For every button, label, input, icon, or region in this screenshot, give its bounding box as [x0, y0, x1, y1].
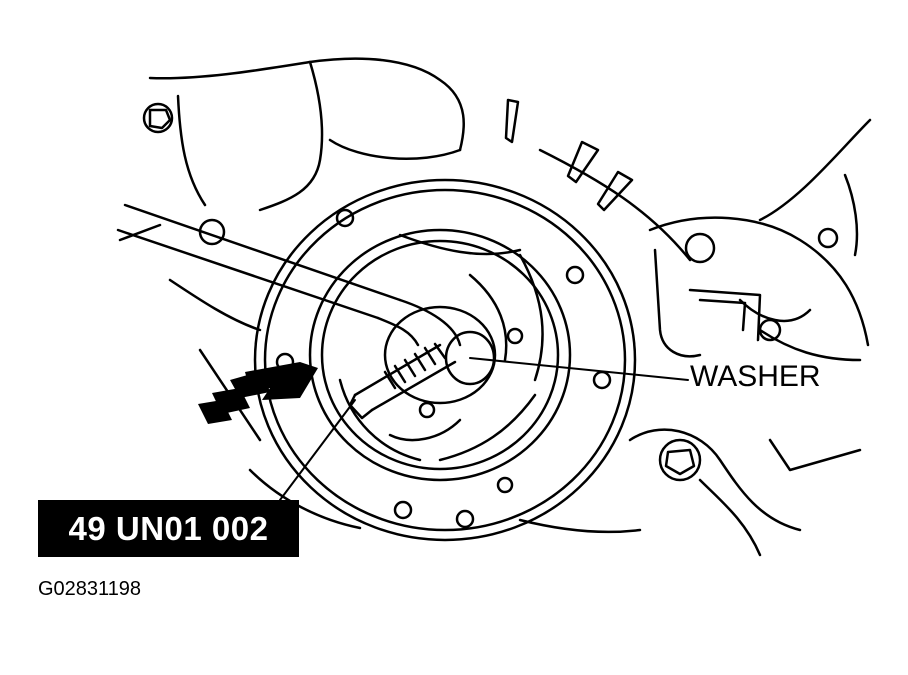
engine-casting [118, 57, 872, 557]
crankshaft-pulley [253, 178, 637, 542]
figure-id: G02831198 [38, 578, 142, 600]
timing-marks [504, 98, 634, 212]
tool-number-label: 49 UN01 002 [68, 509, 269, 547]
force-arrows[interactable] [198, 362, 318, 424]
leader-lines [279, 357, 689, 501]
washer-label: WASHER [690, 360, 821, 393]
tool-number-callout: 49 UN01 002 [38, 500, 299, 557]
puller-tool [116, 203, 462, 420]
